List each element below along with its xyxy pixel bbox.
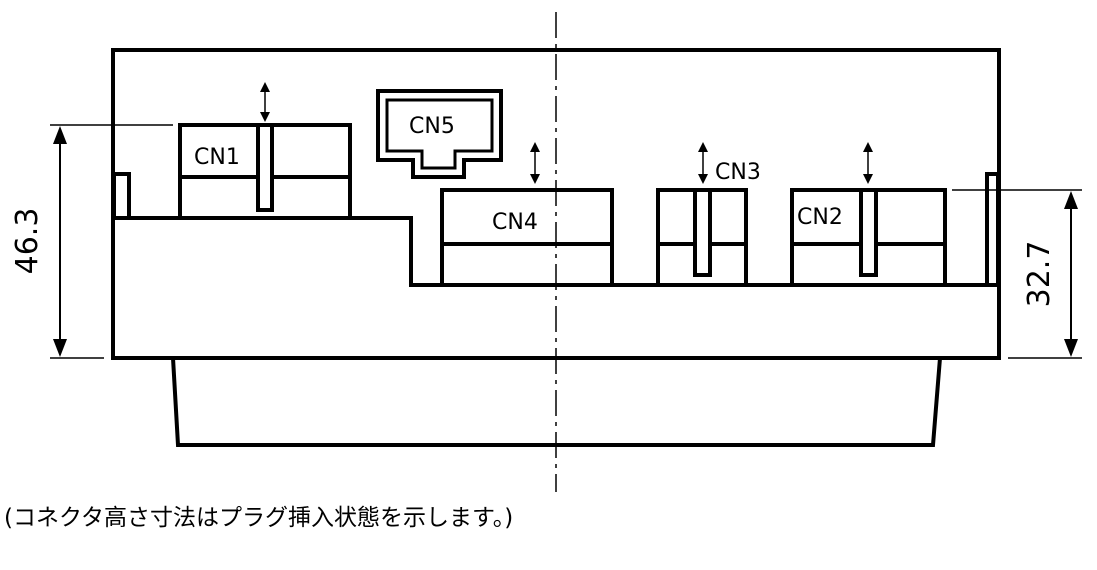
dimension-left-value: 46.3 [10, 208, 45, 275]
insertion-arrow-cn1 [260, 82, 270, 122]
left-edge-tab [112, 172, 131, 220]
connector-cn5 [376, 89, 503, 179]
connector-cn4 [440, 188, 614, 287]
dimension-left [50, 124, 173, 359]
cn1-label: CN1 [194, 145, 240, 170]
dimension-right [952, 189, 1082, 359]
right-edge-tab [985, 172, 1000, 287]
cn4-label: CN4 [492, 210, 538, 235]
insertion-arrow-cn4 [530, 142, 540, 184]
cn3-label: CN3 [715, 160, 761, 185]
connector-cn2 [790, 188, 947, 287]
insertion-arrow-cn2 [863, 142, 873, 184]
dimension-right-value: 32.7 [1022, 241, 1057, 308]
connector-cn1 [178, 123, 352, 220]
footnote: (コネクタ高さ寸法はプラグ挿入状態を示します。) [4, 505, 514, 531]
connector-cn3 [656, 188, 748, 287]
cn5-label: CN5 [409, 114, 455, 139]
insertion-arrow-cn3 [698, 142, 708, 184]
cn2-label: CN2 [797, 205, 843, 230]
